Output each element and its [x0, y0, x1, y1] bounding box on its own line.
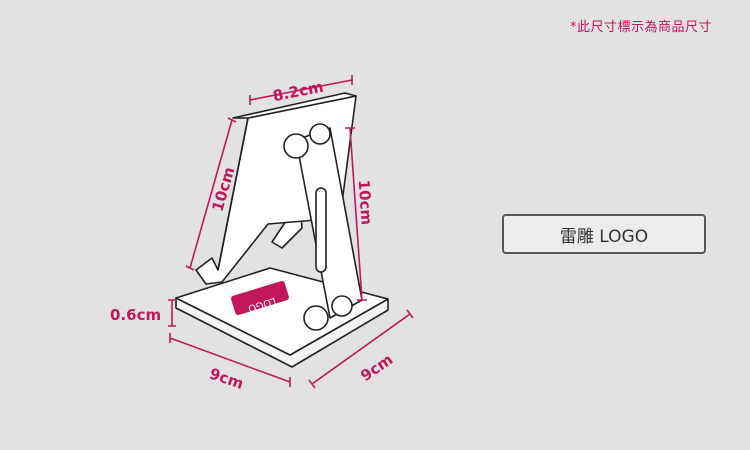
- engrave-logo-text: 雷雕 LOGO: [559, 226, 649, 247]
- size-note: *此尺寸標示為商品尺寸: [569, 20, 712, 35]
- dim-base-thickness: 0.6cm: [110, 306, 161, 324]
- engrave-logo-label: 雷雕 LOGO: [502, 214, 706, 254]
- dim-line-base-side: [308, 309, 414, 389]
- dim-line-base-front: [169, 333, 291, 387]
- dim-line-right-height: [345, 127, 367, 301]
- dim-line-top: [249, 75, 353, 105]
- dim-line-left-height: [185, 117, 237, 271]
- dim-base-side: 9cm: [357, 350, 396, 385]
- dim-right-height: 10cm: [355, 179, 376, 226]
- dim-base-front: 9cm: [207, 364, 246, 392]
- dim-line-thickness: [168, 299, 176, 327]
- hinge-arm: [283, 123, 363, 331]
